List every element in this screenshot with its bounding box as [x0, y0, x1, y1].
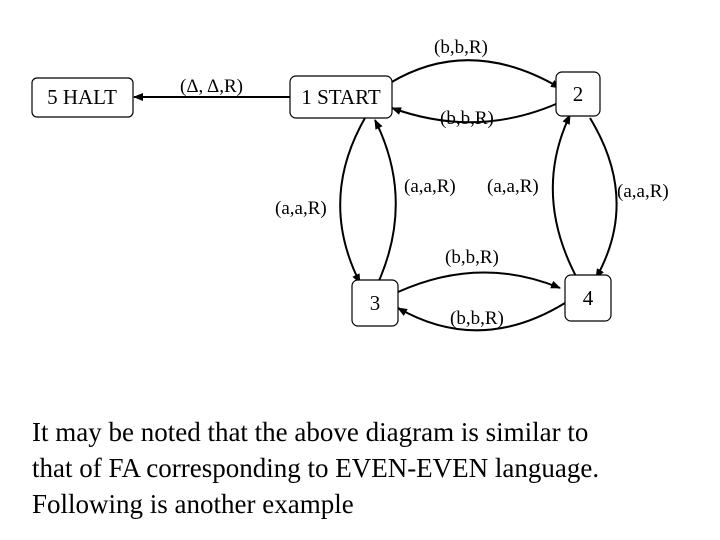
edge-4-to-2 — [551, 114, 579, 281]
caption: It may be noted that the above diagram i… — [32, 414, 712, 522]
edge-3-to-start — [374, 119, 397, 284]
turing-machine-diagram: 5 HALT 1 START 2 3 4 (Δ, Δ,R) (b,b,R) (b… — [31, 37, 669, 332]
edge-label-start-to-halt: (Δ, Δ,R) — [180, 76, 243, 97]
edge-label-3-to-4: (b,b,R) — [445, 247, 499, 268]
caption-line-3: Following is another example — [32, 489, 354, 519]
edge-label-2-to-4: (a,a,R) — [617, 181, 669, 202]
state-3-label: 3 — [370, 291, 381, 315]
state-3: 3 — [351, 279, 399, 327]
edge-3-to-4 — [397, 271, 561, 293]
state-start-label: 1 START — [301, 85, 380, 109]
edge-label-start-to-3: (a,a,R) — [275, 198, 327, 219]
state-2-label: 2 — [573, 82, 584, 106]
state-2: 2 — [555, 71, 601, 117]
edge-2-to-start — [391, 99, 566, 124]
edge-label-start-to-2: (b,b,R) — [434, 37, 488, 58]
caption-line-1: It may be noted that the above diagram i… — [32, 417, 589, 447]
edge-start-to-3 — [339, 117, 366, 284]
state-halt: 5 HALT — [31, 77, 134, 118]
state-4-label: 4 — [583, 286, 594, 310]
state-start: 1 START — [289, 75, 393, 119]
state-halt-label: 5 HALT — [47, 85, 117, 109]
caption-line-2: that of FA corresponding to EVEN-EVEN la… — [32, 453, 600, 483]
edge-start-to-2 — [389, 59, 561, 89]
edge-label-2-to-start: (b,b,R) — [440, 108, 494, 129]
edge-2-to-4 — [589, 117, 618, 279]
edge-label-3-to-start: (a,a,R) — [404, 176, 456, 197]
edge-label-4-to-3: (b,b,R) — [450, 308, 504, 329]
state-4: 4 — [564, 274, 612, 322]
edge-label-4-to-2: (a,a,R) — [487, 176, 539, 197]
edge-4-to-3 — [397, 302, 566, 332]
